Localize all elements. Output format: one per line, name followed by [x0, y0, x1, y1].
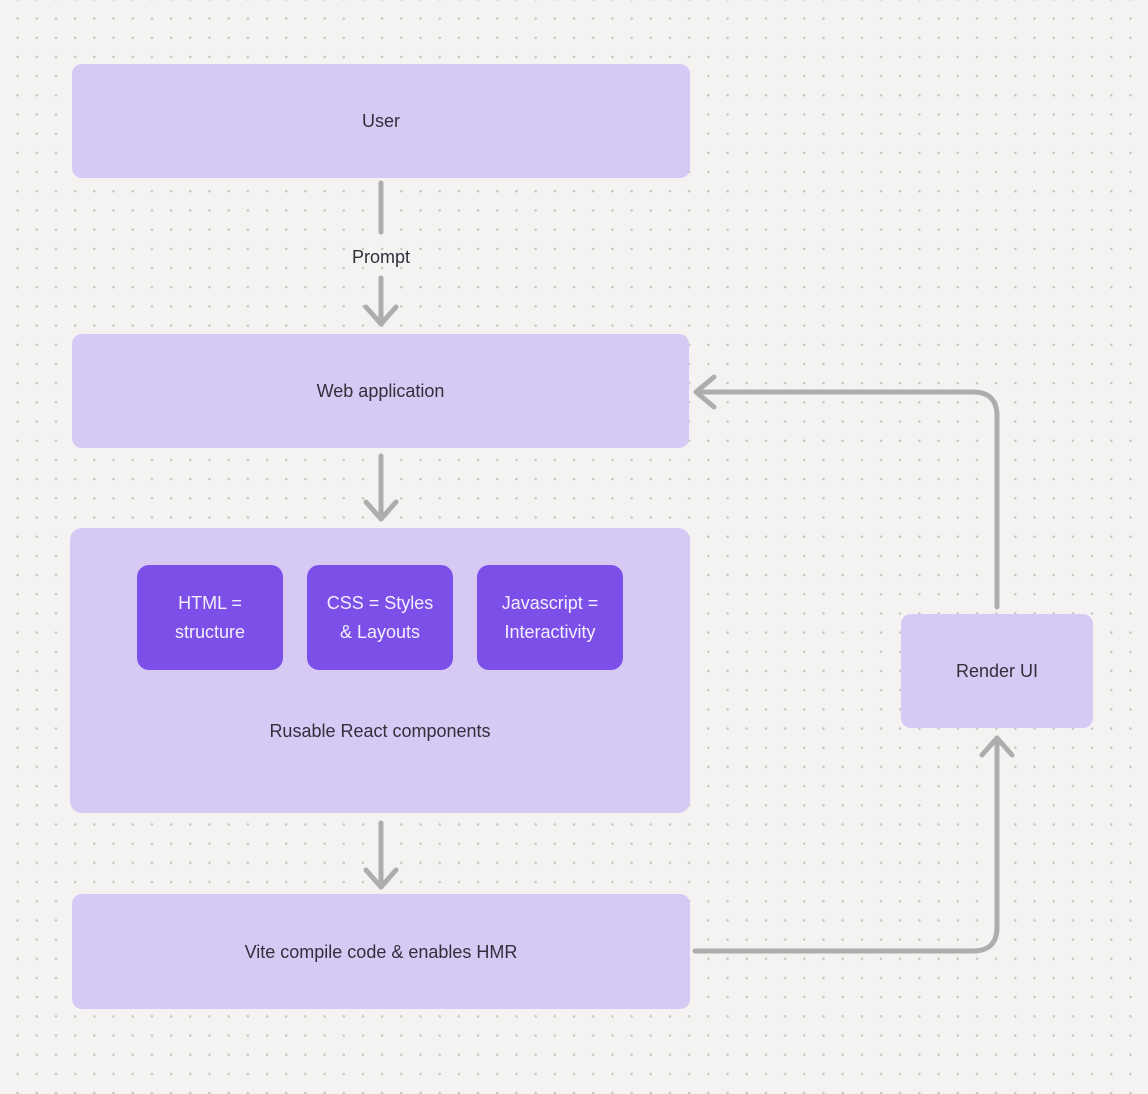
- arrowhead-down-icon: [363, 867, 399, 890]
- node-web-application: Web application: [72, 334, 689, 448]
- node-html-label: HTML = structure: [174, 592, 246, 642]
- node-user: User: [72, 64, 690, 178]
- node-vite: Vite compile code & enables HMR: [72, 894, 690, 1009]
- node-render-ui: Render UI: [901, 614, 1093, 728]
- node-css-label: CSS = Styles & Layouts: [326, 592, 434, 642]
- edge-vite-renderui: [692, 735, 1015, 954]
- node-user-label: User: [361, 111, 400, 131]
- edge-line: [695, 389, 1000, 610]
- node-web-application-label: Web application: [316, 381, 445, 401]
- node-css: CSS = Styles & Layouts: [307, 565, 453, 670]
- node-javascript-label: Javascript = Interactivity: [501, 592, 599, 642]
- node-javascript: Javascript = Interactivity: [477, 565, 623, 670]
- edge-webapp-group: [363, 453, 399, 522]
- arrowhead-down-icon: [363, 304, 399, 327]
- arrowhead-down-icon: [363, 499, 399, 522]
- node-html: HTML = structure: [137, 565, 283, 670]
- arrowhead-left-icon: [693, 374, 717, 410]
- edge-renderui-webapp: [693, 374, 1000, 610]
- node-render-ui-label: Render UI: [955, 661, 1039, 681]
- node-components-group: HTML = structure CSS = Styles & Layouts …: [70, 528, 690, 813]
- node-vite-label: Vite compile code & enables HMR: [244, 941, 518, 962]
- node-components-group-label: Rusable React components: [269, 721, 491, 741]
- arrowhead-up-icon: [979, 735, 1015, 758]
- edge-label-prompt: Prompt: [351, 247, 411, 267]
- edge-line: [692, 735, 1000, 954]
- edge-group-vite: [363, 820, 399, 890]
